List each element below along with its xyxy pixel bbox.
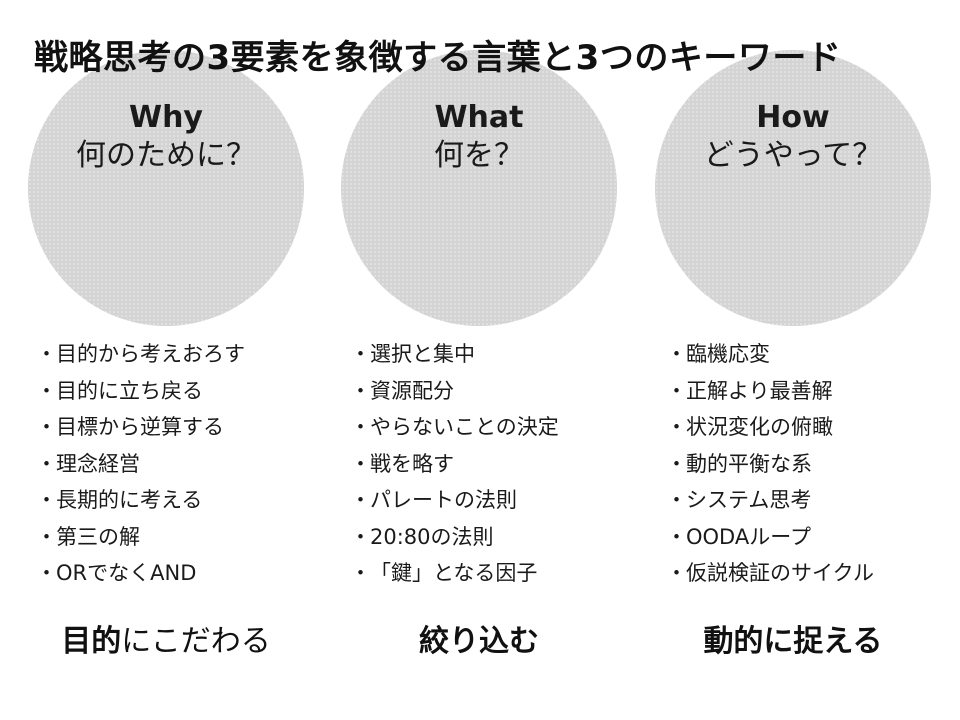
list-item: ・目的から考えおろす	[36, 336, 245, 373]
bullet-icon: ・	[666, 451, 687, 476]
list-item: ・ORでなくAND	[36, 555, 245, 592]
list-item-text: 正解より最善解	[686, 378, 833, 403]
why-keyword: 目的にこだわる	[16, 622, 316, 662]
how-keyword: 動的に捉える	[643, 622, 943, 662]
bullet-icon: ・	[666, 488, 687, 512]
bullet-icon: ・	[350, 488, 371, 512]
list-item-text: 目標から逆算する	[56, 415, 224, 439]
why-bullet-list: ・目的から考えおろす ・目的に立ち戻る ・目標から逆算する ・理念経営 ・長期的…	[36, 336, 245, 592]
list-item-text: 第三の解	[56, 524, 140, 549]
what-circle	[341, 50, 617, 326]
why-keyword-rest: にこだわる	[121, 624, 271, 659]
list-item: ・OODAループ	[666, 519, 874, 556]
list-item-text: 20:80の法則	[370, 524, 494, 549]
what-keyword: 絞り込む	[329, 622, 629, 662]
bullet-icon: ・	[350, 451, 371, 476]
bullet-icon: ・	[666, 561, 687, 585]
what-heading-en: What	[434, 100, 524, 135]
bullet-icon: ・	[666, 524, 687, 549]
why-heading-ja: 何のために？	[76, 138, 256, 173]
list-item-text: システム思考	[686, 488, 812, 512]
how-circle-label: How どうやって？	[655, 100, 931, 176]
list-item-text: 仮説検証のサイクル	[686, 561, 874, 585]
list-item: ・理念経営	[36, 446, 245, 483]
why-heading-en: Why	[128, 100, 203, 135]
list-item: ・臨機応変	[666, 336, 874, 373]
list-item: ・長期的に考える	[36, 482, 245, 519]
list-item-text: やらないことの決定	[370, 415, 559, 439]
bullet-icon: ・	[666, 378, 687, 403]
list-item: ・正解より最善解	[666, 373, 874, 410]
bullet-icon: ・	[36, 451, 57, 476]
how-circle	[655, 50, 931, 326]
list-item: ・戦を略す	[350, 446, 559, 483]
list-item-text: 戦を略す	[370, 451, 454, 476]
how-keyword-emphasis: 動的に捉える	[703, 624, 883, 659]
what-heading-ja: 何を？	[434, 138, 524, 173]
list-item-text: パレートの法則	[370, 488, 517, 512]
bullet-icon: ・	[36, 342, 57, 366]
list-item: ・システム思考	[666, 482, 874, 519]
bullet-icon: ・	[36, 561, 57, 585]
bullet-icon: ・	[36, 378, 57, 403]
list-item-text: 動的平衡な系	[686, 451, 812, 476]
what-keyword-emphasis: 絞り込む	[419, 624, 539, 659]
bullet-icon: ・	[666, 415, 687, 439]
how-heading-ja: どうやって？	[703, 138, 883, 173]
list-item: ・資源配分	[350, 373, 559, 410]
bullet-icon: ・	[350, 561, 371, 585]
how-heading-en: How	[756, 100, 830, 135]
list-item: ・第三の解	[36, 519, 245, 556]
bullet-icon: ・	[350, 415, 371, 439]
bullet-icon: ・	[350, 378, 371, 403]
bullet-icon: ・	[666, 342, 687, 366]
list-item-text: 理念経営	[56, 451, 140, 476]
bullet-icon: ・	[350, 524, 371, 549]
list-item-text: ORでなくAND	[56, 561, 197, 585]
page-title: 戦略思考の3要素を象徴する言葉と3つのキーワード	[34, 38, 842, 78]
why-keyword-emphasis: 目的	[61, 624, 122, 659]
bullet-icon: ・	[36, 488, 57, 512]
list-item-text: 選択と集中	[370, 342, 475, 366]
list-item-text: 「鍵」となる因子	[370, 561, 538, 585]
bullet-icon: ・	[36, 524, 57, 549]
list-item: ・やらないことの決定	[350, 409, 559, 446]
how-bullet-list: ・臨機応変 ・正解より最善解 ・状況変化の俯瞰 ・動的平衡な系 ・システム思考 …	[666, 336, 874, 592]
list-item: ・選択と集中	[350, 336, 559, 373]
list-item: ・パレートの法則	[350, 482, 559, 519]
what-bullet-list: ・選択と集中 ・資源配分 ・やらないことの決定 ・戦を略す ・パレートの法則 ・…	[350, 336, 559, 592]
bullet-icon: ・	[350, 342, 371, 366]
list-item: ・目標から逆算する	[36, 409, 245, 446]
list-item-text: 長期的に考える	[56, 488, 203, 512]
list-item-text: 目的から考えおろす	[56, 342, 245, 366]
list-item: ・「鍵」となる因子	[350, 555, 559, 592]
list-item-text: 状況変化の俯瞰	[686, 415, 833, 439]
what-circle-label: What 何を？	[341, 100, 617, 176]
list-item-text: 資源配分	[370, 378, 454, 403]
list-item: ・20:80の法則	[350, 519, 559, 556]
bullet-icon: ・	[36, 415, 57, 439]
list-item-text: 臨機応変	[686, 342, 770, 366]
list-item: ・目的に立ち戻る	[36, 373, 245, 410]
list-item-text: OODAループ	[686, 524, 811, 549]
why-circle-label: Why 何のために？	[28, 100, 304, 176]
list-item: ・状況変化の俯瞰	[666, 409, 874, 446]
list-item: ・仮説検証のサイクル	[666, 555, 874, 592]
list-item-text: 目的に立ち戻る	[56, 378, 203, 403]
why-circle	[28, 50, 304, 326]
list-item: ・動的平衡な系	[666, 446, 874, 483]
